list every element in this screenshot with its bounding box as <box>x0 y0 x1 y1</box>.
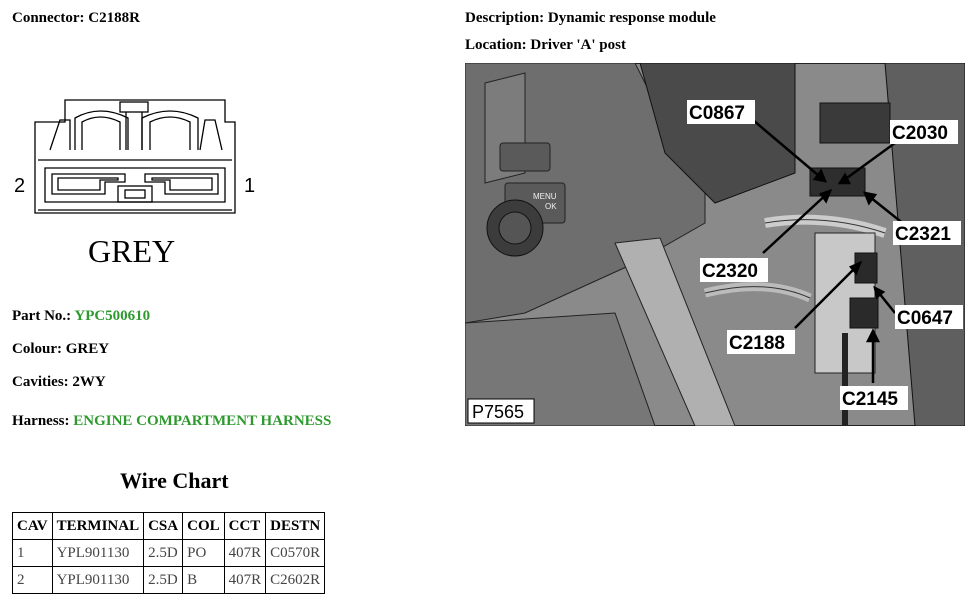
part-number-link[interactable]: YPC500610 <box>74 308 151 324</box>
header-col: COL <box>182 512 225 540</box>
harness-link[interactable]: ENGINE COMPARTMENT HARNESS <box>73 413 332 429</box>
connector-heading: Connector: C2188R <box>12 10 140 27</box>
table-header-row: CAV TERMINAL CSA COL CCT DESTN <box>12 512 326 540</box>
part-label: Part No.: <box>12 308 72 324</box>
cavities-label: Cavities: <box>12 374 69 390</box>
cavities-line: Cavities: 2WY <box>12 374 106 391</box>
cell-col: PO <box>182 539 225 567</box>
pin-number-2: 2 <box>14 175 25 197</box>
header-terminal: TERMINAL <box>51 512 145 540</box>
wire-chart-table: CAV TERMINAL CSA COL CCT DESTN 1 YPL9011… <box>12 512 326 594</box>
pin-number-1: 1 <box>244 175 255 197</box>
cell-col: B <box>182 566 225 594</box>
description-label: Description: <box>465 10 545 26</box>
callout-c2145: C2145 <box>842 389 898 410</box>
header-destn: DESTN <box>265 512 326 540</box>
callout-c2188: C2188 <box>729 333 785 354</box>
cavities-value: 2WY <box>72 374 106 390</box>
table-row: 1 YPL901130 2.5D PO 407R C0570R <box>12 539 326 567</box>
location-label: Location: <box>465 37 527 53</box>
cell-csa: 2.5D <box>143 566 184 594</box>
cell-destn: C0570R <box>265 539 326 567</box>
connector-value: C2188R <box>88 10 140 26</box>
cell-destn: C2602R <box>265 566 326 594</box>
callout-c0647: C0647 <box>897 308 953 329</box>
wire-chart-title: Wire Chart <box>120 468 229 493</box>
header-cav: CAV <box>12 512 53 540</box>
menu-text: MENU <box>533 192 557 201</box>
colour-line: Colour: GREY <box>12 341 109 358</box>
colour-value: GREY <box>65 341 110 357</box>
location-heading: Location: Driver 'A' post <box>465 37 626 54</box>
location-value: Driver 'A' post <box>530 37 626 53</box>
cell-cav: 1 <box>12 539 53 567</box>
connector-face-diagram: 2 1 GREY <box>14 99 255 269</box>
figure-id: P7565 <box>472 402 524 422</box>
description-value: Dynamic response module <box>547 10 716 26</box>
cell-cav: 2 <box>12 566 53 594</box>
callout-c2321: C2321 <box>895 224 951 245</box>
cell-terminal: YPL901130 <box>51 539 145 567</box>
header-cct: CCT <box>223 512 267 540</box>
callout-c0867: C0867 <box>689 103 745 124</box>
cell-csa: 2.5D <box>143 539 184 567</box>
callout-c2030: C2030 <box>892 123 948 144</box>
harness-label: Harness: <box>12 413 70 429</box>
ok-text: OK <box>545 202 557 211</box>
cell-cct: 407R <box>223 539 267 567</box>
location-photo: MENU OK C0867 C2030 C2321 C2320 C0647 <box>465 63 965 426</box>
connector-label: Connector: <box>12 10 85 26</box>
cell-cct: 407R <box>223 566 267 594</box>
part-number-line: Part No.: YPC500610 <box>12 308 150 325</box>
diagram-colour-label: GREY <box>88 233 175 269</box>
harness-line: Harness: ENGINE COMPARTMENT HARNESS <box>12 413 331 430</box>
cell-terminal: YPL901130 <box>51 566 145 594</box>
header-csa: CSA <box>143 512 184 540</box>
description-heading: Description: Dynamic response module <box>465 10 716 27</box>
table-row: 2 YPL901130 2.5D B 407R C2602R <box>12 566 326 594</box>
callout-c2320: C2320 <box>702 261 758 282</box>
colour-label: Colour: <box>12 341 62 357</box>
